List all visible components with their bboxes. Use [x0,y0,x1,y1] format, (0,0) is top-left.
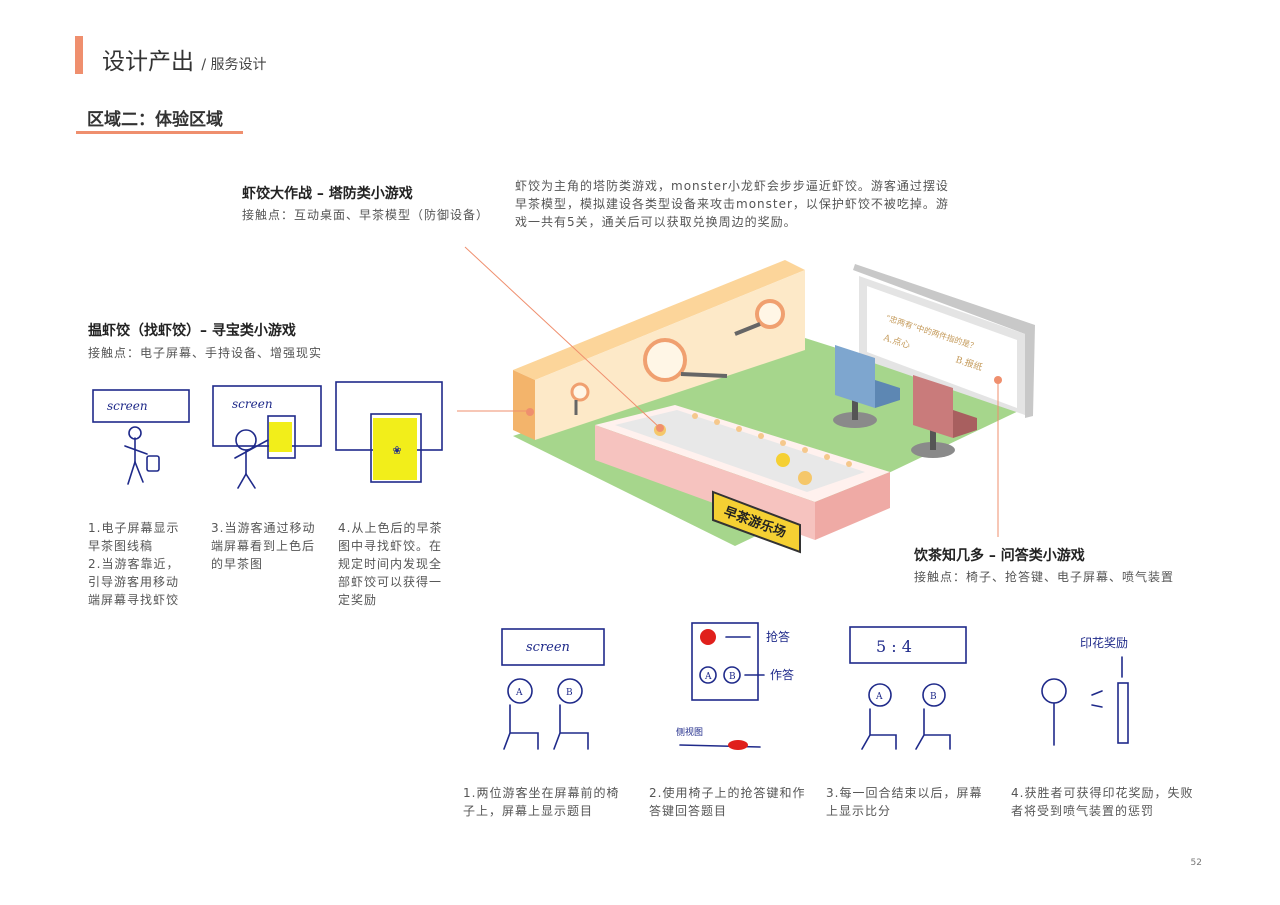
quiz-seat-a-3: A [875,692,883,702]
quiz-reward-label: 印花奖励 [1080,635,1128,650]
experience-area-illustration: “忠两有”中的两件指的是？ A.点心 B.报纸 早茶游乐场 [513,260,1035,554]
treasure-step-2: 3.当游客通过移动端屏幕看到上色后的早茶图 [211,521,316,571]
quiz-seat-b-3: B [930,692,937,702]
page-title-main: 设计产出 [102,49,194,75]
page-title-sub: / 服务设计 [201,57,267,73]
svg-text:❀: ❀ [392,444,401,457]
quiz-sketches: screen A B A B 抢答 作答 侧视图 5 : 4 A B 印花奖励 [501,622,1129,750]
quiz-buzzer-label: 抢答 [766,629,790,644]
treasure-step-3: 4.从上色后的早茶图中寻找虾饺。在规定时间内发现全部虾饺可以获得一定奖励 [338,521,443,607]
quiz-sketch-screen: screen [526,640,570,655]
chair-red [911,375,977,458]
quiz-step-3: 3.每一回合结束以后，屏幕上显示比分 [826,786,983,818]
quiz-button-b: B [729,672,736,682]
page-number: 52 [1190,858,1202,868]
quiz-side-label: 侧视图 [676,726,703,738]
tower-game-touchpoints: 接触点：互动桌面、早茶模型（防御设备） [242,208,490,222]
quiz-score: 5 : 4 [876,637,912,656]
treasure-game-title: 揾虾饺（找虾饺）– 寻宝类小游戏 [88,323,296,339]
sketch1-screen [92,389,190,423]
treasure-sketches: ❀ screen screen [92,381,443,489]
magnifier-icon [570,299,785,415]
section-underline [76,131,243,134]
title-accent-bar [75,36,83,74]
sketch2-screen-label: screen [232,397,273,411]
chair-blue [833,345,900,428]
tower-game-title: 虾饺大作战 – 塔防类小游戏 [242,186,413,202]
quiz-step-1: 1.两位游客坐在屏幕前的椅子上，屏幕上显示题目 [463,786,620,818]
tower-game-description: 虾饺为主角的塔防类游戏，monster小龙虾会步步逼近虾饺。游客通过摆设早茶模型… [515,179,949,229]
quiz-game-touchpoints: 接触点：椅子、抢答键、电子屏幕、喷气装置 [914,570,1175,584]
page-title: 设计产出 / 服务设计 [102,42,266,76]
quiz-button-a: A [704,672,712,682]
quiz-step-2: 2.使用椅子上的抢答键和作答键回答题目 [649,786,806,818]
sign-board [712,490,801,554]
section-title: 区域二：体验区域 [87,110,223,130]
quiz-step-4: 4.获胜者可获得印花奖励，失败者将受到喷气装置的惩罚 [1011,786,1194,818]
treasure-game-touchpoints: 接触点：电子屏幕、手持设备、增强现实 [88,346,323,360]
sketch1-head [128,426,142,440]
treasure-step-1: 1.电子屏幕显示早茶图线稿 2.当游客靠近，引导游客用移动端屏幕寻找虾饺 [88,521,180,607]
quiz-game-title: 饮茶知几多 – 问答类小游戏 [914,548,1085,564]
quiz-seat-b: B [566,688,573,698]
sketch1-screen-label: screen [107,399,148,413]
quiz-answer-label: 作答 [770,667,794,682]
quiz-seat-a: A [515,688,523,698]
